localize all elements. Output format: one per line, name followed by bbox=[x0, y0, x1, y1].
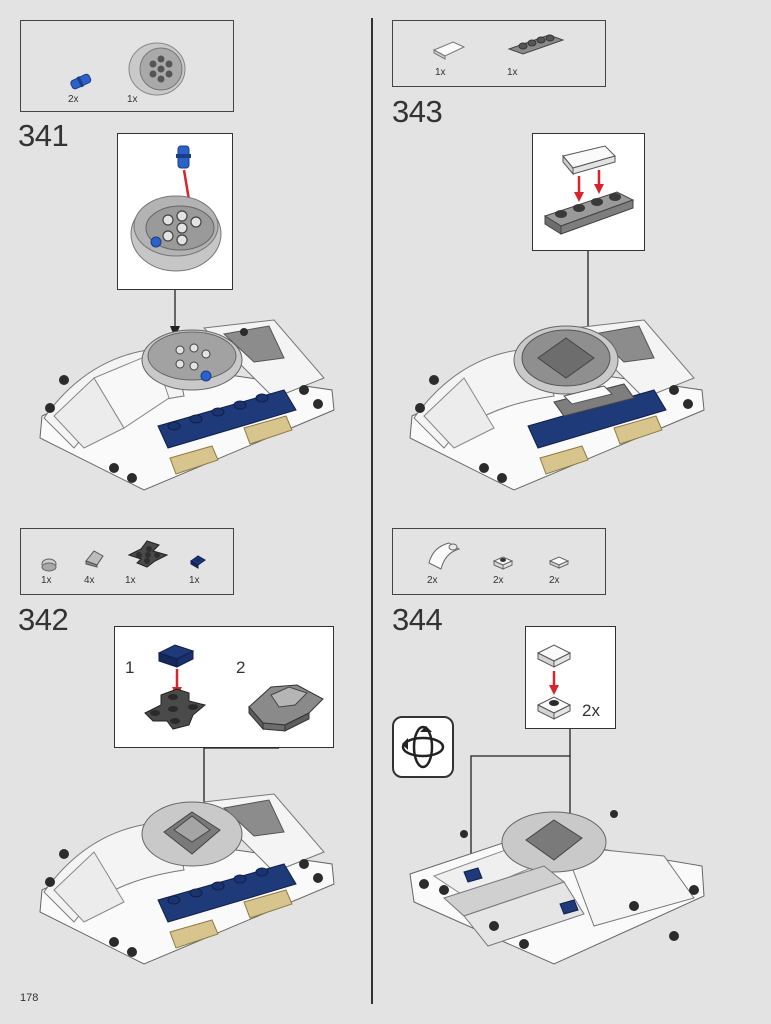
rotate-model-icon bbox=[392, 716, 454, 778]
step-341-assembly-model bbox=[39, 290, 335, 491]
substep-callout-342: 1 2 bbox=[114, 626, 334, 748]
column-divider bbox=[371, 18, 373, 1004]
parts-list-step-341: 2x 1x bbox=[20, 20, 234, 112]
substep-callout-344: 2x bbox=[525, 626, 616, 729]
part-qty: 2x bbox=[68, 94, 79, 105]
tile-onto-plate-illustration bbox=[543, 145, 635, 235]
part-qty: 4x bbox=[84, 575, 95, 586]
step-number-342: 342 bbox=[18, 602, 69, 637]
part-qty: 1x bbox=[507, 67, 518, 78]
white-tile-icon bbox=[432, 41, 466, 60]
step-number-341: 341 bbox=[18, 118, 69, 153]
white-tile-1x1-icon bbox=[548, 556, 570, 569]
dish-with-pins-illustration bbox=[130, 145, 222, 272]
dark-blue-plate-icon bbox=[190, 555, 206, 569]
callout-multiplier: 2x bbox=[582, 701, 600, 720]
gray-round-tile-icon bbox=[41, 558, 57, 572]
part-qty: 1x bbox=[125, 575, 136, 586]
parts-list-step-344: 2x 2x 2x bbox=[392, 528, 606, 595]
part-qty: 2x bbox=[549, 575, 560, 586]
step-number-343: 343 bbox=[392, 94, 443, 129]
page-number: 178 bbox=[20, 992, 39, 1004]
substep-callout-341 bbox=[117, 133, 233, 290]
gray-plate-1x4-icon bbox=[507, 34, 565, 55]
step-342-assembly-model bbox=[39, 747, 335, 965]
white-curved-slope-icon bbox=[428, 542, 461, 570]
dark-gray-cross-plate-icon bbox=[127, 540, 169, 568]
part-qty: 2x bbox=[427, 575, 438, 586]
gray-slope-icon bbox=[85, 550, 104, 568]
part-qty: 1x bbox=[127, 94, 138, 105]
part-qty: 1x bbox=[41, 575, 52, 586]
tile-onto-plate-1x1-illustration bbox=[536, 644, 572, 720]
part-qty: 1x bbox=[189, 575, 200, 586]
plate-onto-cross-illustration bbox=[144, 644, 207, 730]
gray-round-dish-icon bbox=[128, 42, 186, 96]
substep-label-1: 1 bbox=[125, 658, 135, 677]
step-343-assembly-model bbox=[409, 251, 705, 491]
parts-list-step-343: 1x 1x bbox=[392, 20, 606, 87]
substep-label-2: 2 bbox=[236, 658, 246, 677]
parts-list-step-342: 1x 4x 1x 1x bbox=[20, 528, 234, 595]
substep-callout-343 bbox=[532, 133, 645, 251]
blue-connector-pin-icon bbox=[70, 73, 92, 90]
part-qty: 1x bbox=[435, 67, 446, 78]
step-number-344: 344 bbox=[392, 602, 443, 637]
white-plate-1x1-icon bbox=[492, 556, 514, 570]
assembled-cross-illustration bbox=[248, 684, 324, 732]
part-qty: 2x bbox=[493, 575, 504, 586]
step-344-assembly-model bbox=[409, 729, 705, 965]
